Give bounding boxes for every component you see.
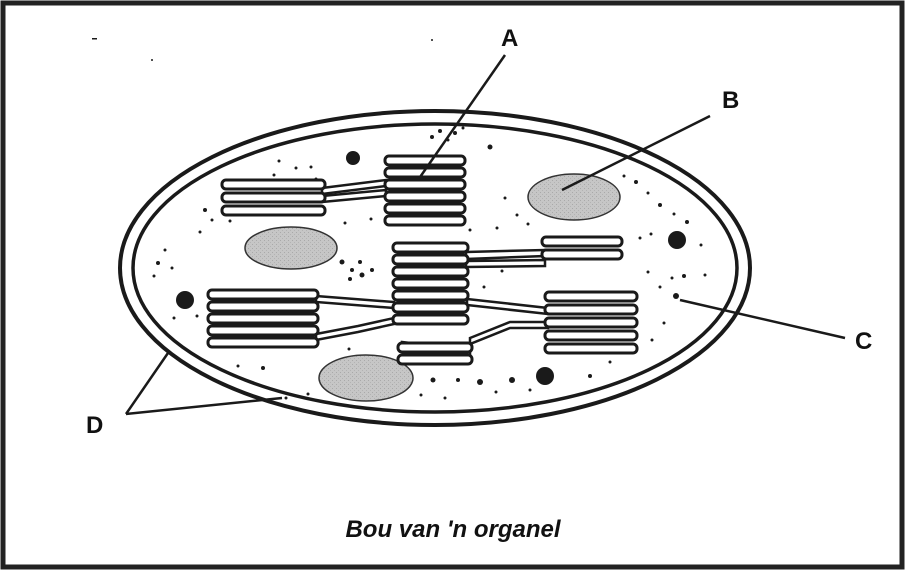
granum-top-left [222,180,325,215]
granum-center [393,243,468,324]
granum-bottom [398,343,472,364]
granum-right [545,292,637,353]
pointer-d-outer [126,353,168,414]
starch-grain-left [245,227,337,269]
granum-top-center [385,156,465,225]
label-a: A [501,25,518,52]
pointer-d-inner [126,398,282,414]
pointer-b [562,116,710,190]
granum-left [208,290,318,347]
label-c: C [855,328,872,355]
granum-right-small [542,237,622,259]
label-b: B [722,87,739,114]
diagram-caption: Bou van 'n organel [345,516,561,543]
starch-grain-b [528,174,620,220]
label-d: D [86,412,103,439]
